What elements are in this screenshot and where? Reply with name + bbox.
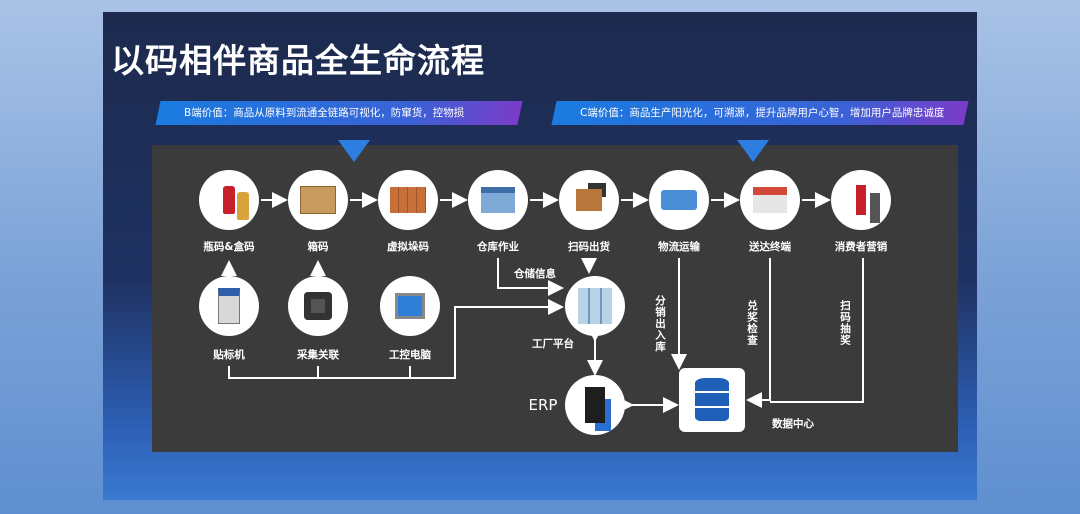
distribution-label: 分销出入库	[654, 295, 666, 353]
liquor-bottle-icon	[223, 186, 235, 214]
step-label: 虚拟垛码	[387, 241, 429, 253]
line-consumer-datacenter	[770, 258, 864, 403]
step-label: 消费者营销	[834, 241, 888, 253]
carton-box-icon	[300, 186, 336, 214]
page-title: 以码相伴商品全生命流程	[111, 41, 485, 80]
labeler-node	[199, 276, 259, 336]
terminal-node	[740, 170, 800, 230]
data-center-label: 数据中心	[772, 418, 814, 430]
warehouse-icon	[481, 187, 515, 213]
data-center-node	[679, 368, 745, 432]
scan-ship-node	[559, 170, 619, 230]
factory-platform-label: 工厂平台	[532, 338, 574, 350]
scan-lottery-label: 扫码抽奖	[839, 300, 851, 346]
b-pointer-icon	[338, 140, 370, 162]
monitor-icon	[395, 293, 425, 319]
line-terminal-datacenter	[746, 258, 771, 408]
warehouse-info-label: 仓储信息	[514, 268, 556, 280]
database-icon	[695, 378, 729, 422]
bottle-qr-icon	[856, 185, 866, 215]
line-devices-to-platform	[228, 299, 564, 379]
erp-label: ERP	[528, 396, 558, 414]
scanner-box-icon	[576, 189, 602, 211]
store-icon	[753, 187, 787, 213]
case-code-node	[288, 170, 348, 230]
prize-check-label: 兑奖检查	[746, 300, 758, 346]
step-label: 物流运输	[658, 241, 700, 253]
truck-icon	[661, 190, 697, 210]
server-icon	[585, 387, 605, 423]
device-label: 贴标机	[213, 349, 245, 361]
factory-platform-node	[565, 276, 625, 336]
line-warehouse-to-platform	[497, 258, 564, 296]
erp-node	[565, 375, 625, 435]
warehouse-node	[468, 170, 528, 230]
camera-icon	[304, 292, 332, 320]
step-label: 扫码出货	[568, 241, 610, 253]
ipc-node	[380, 276, 440, 336]
device-label: 采集关联	[297, 349, 339, 361]
step-label: 瓶码&盒码	[203, 241, 255, 253]
server-rack-icon	[578, 288, 612, 324]
consumer-marketing-node	[831, 170, 891, 230]
step-label: 箱码	[307, 241, 329, 253]
virtual-pallet-code-node	[378, 170, 438, 230]
bottle-box-code-node	[199, 170, 259, 230]
labeling-machine-icon	[218, 288, 240, 324]
c-pointer-icon	[737, 140, 769, 162]
logistics-node	[649, 170, 709, 230]
collector-node	[288, 276, 348, 336]
pallet-stack-icon	[390, 187, 426, 213]
step-label: 仓库作业	[477, 241, 519, 253]
step-label: 送达终端	[749, 241, 791, 253]
device-label: 工控电脑	[389, 349, 431, 361]
